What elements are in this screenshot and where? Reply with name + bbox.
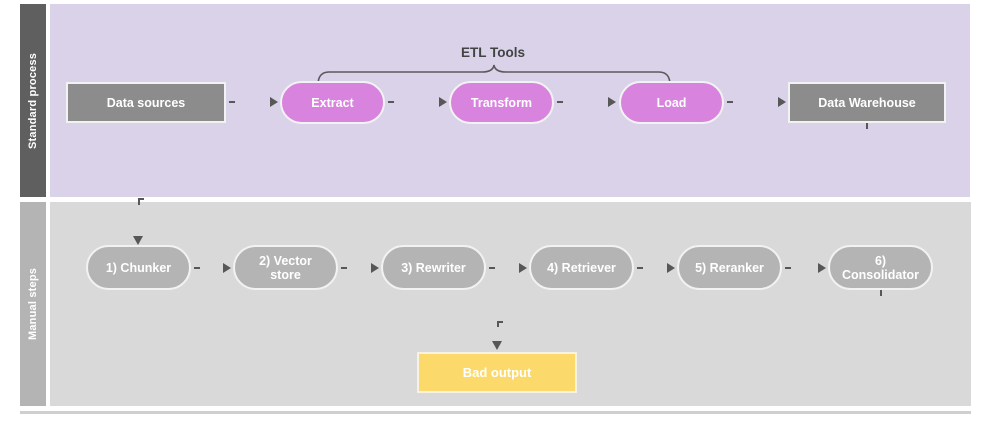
flow-consolidator-horizontal-segment — [497, 321, 881, 323]
flow-data-warehouse-horizontal-segment — [138, 198, 867, 200]
node-vector-store[interactable]: 2) Vector store — [233, 245, 338, 290]
flow-reranker-to-consolidator — [785, 267, 818, 269]
flow-extract-to-transform — [388, 101, 440, 103]
node-data-sources[interactable]: Data sources — [66, 82, 226, 123]
flow-transform-to-load-arrow-icon — [608, 97, 616, 107]
flow-retriever-to-reranker-arrow-icon — [667, 263, 675, 273]
flow-retriever-to-reranker — [637, 267, 667, 269]
node-load[interactable]: Load — [619, 81, 724, 124]
flow-load-to-data-warehouse — [727, 101, 779, 103]
node-transform[interactable]: Transform — [449, 81, 554, 124]
flow-consolidator-to-bad-output-segment — [497, 321, 499, 343]
flow-extract-to-transform-arrow-icon — [439, 97, 447, 107]
node-reranker[interactable]: 5) Reranker — [677, 245, 782, 290]
flow-data-warehouse-down-segment — [866, 123, 868, 199]
flow-vector-store-to-rewriter — [341, 267, 371, 269]
flow-consolidator-to-bad-output-arrow-icon — [492, 341, 502, 350]
node-data-warehouse[interactable]: Data Warehouse — [788, 82, 946, 123]
node-bad-output[interactable]: Bad output — [417, 352, 577, 393]
flow-data-warehouse-to-chunker-arrow-icon — [133, 236, 143, 245]
flow-data-warehouse-to-chunker-segment — [138, 199, 140, 239]
node-consolidator[interactable]: 6) Consolidator — [828, 245, 933, 290]
flow-rewriter-to-retriever — [489, 267, 519, 269]
lane-label-standard-process: Standard process — [20, 4, 46, 197]
flow-chunker-to-vector-store — [194, 267, 224, 269]
etl-tools-brace-icon — [317, 64, 671, 86]
footer-divider — [20, 411, 971, 414]
flow-load-to-data-warehouse-arrow-icon — [778, 97, 786, 107]
lane-label-manual-steps: Manual steps — [20, 202, 46, 406]
flow-rewriter-to-retriever-arrow-icon — [519, 263, 527, 273]
node-extract[interactable]: Extract — [280, 81, 385, 124]
flow-reranker-to-consolidator-arrow-icon — [818, 263, 826, 273]
flow-consolidator-down-segment — [880, 290, 882, 322]
node-rewriter[interactable]: 3) Rewriter — [381, 245, 486, 290]
node-chunker[interactable]: 1) Chunker — [86, 245, 191, 290]
flow-vector-store-to-rewriter-arrow-icon — [371, 263, 379, 273]
flow-chunker-to-vector-store-arrow-icon — [223, 263, 231, 273]
flow-data-sources-to-extract-arrow-icon — [270, 97, 278, 107]
flow-data-sources-to-extract — [229, 101, 271, 103]
flow-transform-to-load — [557, 101, 609, 103]
node-retriever[interactable]: 4) Retriever — [529, 245, 634, 290]
etl-tools-annotation-label: ETL Tools — [461, 45, 525, 60]
